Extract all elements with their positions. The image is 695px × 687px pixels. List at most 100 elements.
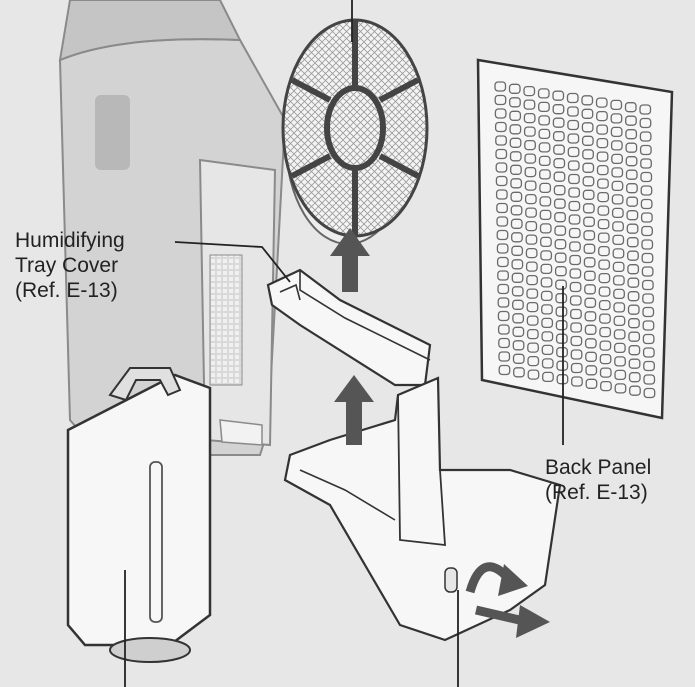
panel-hole	[525, 261, 538, 272]
panel-hole	[554, 252, 567, 263]
panel-hole	[639, 117, 652, 129]
panel-hole	[525, 207, 537, 218]
panel-hole	[613, 342, 626, 354]
tray-cover-label-line2: Tray Cover	[15, 254, 119, 277]
panel-hole	[553, 158, 566, 169]
panel-hole	[494, 81, 507, 92]
panel-hole	[642, 333, 655, 345]
panel-hole	[538, 101, 550, 113]
panel-hole	[571, 376, 583, 387]
panel-hole	[641, 266, 654, 277]
panel-hole	[613, 302, 626, 313]
panel-hole	[642, 320, 655, 331]
panel-hole	[498, 351, 511, 362]
panel-hole	[626, 237, 639, 248]
panel-hole	[569, 268, 582, 279]
panel-hole	[569, 254, 582, 266]
panel-hole	[553, 198, 566, 209]
panel-hole	[610, 140, 623, 151]
panel-hole	[540, 290, 553, 302]
panel-hole	[510, 164, 522, 175]
panel-hole	[540, 236, 552, 248]
panel-hole	[582, 162, 595, 173]
panel-hole	[599, 326, 612, 338]
panel-hole	[612, 248, 625, 259]
panel-hole	[627, 264, 640, 275]
panel-hole	[539, 209, 552, 221]
panel-hole	[525, 247, 538, 259]
panel-hole	[581, 95, 594, 106]
panel-hole	[581, 108, 594, 119]
panel-hole	[584, 338, 597, 349]
panel-hole	[626, 223, 639, 234]
panel-hole	[567, 106, 579, 117]
panel-hole	[629, 385, 641, 396]
panel-hole	[537, 88, 550, 99]
back-panel-label-line1: Back Panel	[545, 456, 652, 479]
panel-hole	[628, 318, 640, 329]
panel-hole	[597, 205, 610, 216]
humidifying-filter	[281, 18, 429, 245]
tray-cover-label: Humidifying Tray Cover (Ref. E-13)	[15, 228, 125, 303]
panel-hole	[611, 180, 624, 192]
tray-cover-label-line3: (Ref. E-13)	[15, 279, 118, 302]
panel-hole	[613, 329, 626, 340]
panel-hole	[597, 218, 610, 230]
panel-hole	[567, 160, 580, 171]
panel-hole	[552, 90, 565, 101]
panel-hole	[512, 326, 525, 337]
panel-hole	[523, 85, 536, 97]
humidifying-tray	[283, 376, 562, 642]
panel-hole	[509, 124, 522, 135]
panel-hole	[599, 340, 612, 351]
panel-hole	[511, 272, 524, 283]
panel-hole	[510, 191, 523, 202]
panel-hole	[625, 142, 638, 153]
panel-hole	[642, 347, 655, 358]
panel-hole	[611, 153, 623, 165]
back-panel-label: Back Panel (Ref. E-13)	[545, 455, 651, 505]
panel-hole	[568, 227, 581, 239]
panel-hole	[527, 342, 539, 353]
panel-hole	[523, 112, 536, 124]
panel-hole	[598, 245, 610, 257]
panel-hole	[570, 322, 583, 333]
panel-hole	[584, 284, 596, 295]
panel-hole	[539, 223, 552, 234]
panel-hole	[597, 232, 610, 243]
panel-hole	[508, 83, 521, 94]
panel-hole	[612, 221, 624, 232]
panel-hole	[552, 104, 565, 115]
panel-hole	[511, 286, 524, 297]
panel-hole	[568, 200, 581, 212]
panel-hole	[552, 117, 565, 128]
panel-hole	[510, 205, 523, 216]
panel-hole	[627, 304, 640, 315]
panel-hole	[611, 167, 624, 178]
panel-hole	[527, 355, 540, 367]
panel-hole	[611, 207, 624, 219]
panel-hole	[582, 189, 595, 200]
panel-hole	[554, 225, 567, 236]
panel-hole	[614, 356, 626, 367]
tray-cover-label-line1: Humidifying	[15, 229, 125, 252]
panel-hole	[525, 234, 538, 245]
panel-hole	[625, 115, 637, 126]
lift-arrow-upper	[330, 228, 370, 292]
panel-hole	[555, 306, 568, 317]
tray-cover-leader-line	[174, 241, 291, 283]
panel-hole	[540, 250, 553, 261]
panel-hole	[512, 313, 525, 324]
panel-hole	[568, 214, 581, 225]
panel-hole	[643, 374, 656, 385]
panel-hole	[495, 175, 508, 187]
panel-hole	[583, 257, 596, 268]
panel-hole	[614, 369, 627, 381]
panel-hole	[598, 286, 611, 297]
panel-hole	[641, 239, 654, 250]
panel-hole	[542, 371, 554, 383]
panel-hole	[582, 149, 594, 160]
panel-hole	[640, 212, 653, 223]
panel-hole	[541, 358, 554, 369]
